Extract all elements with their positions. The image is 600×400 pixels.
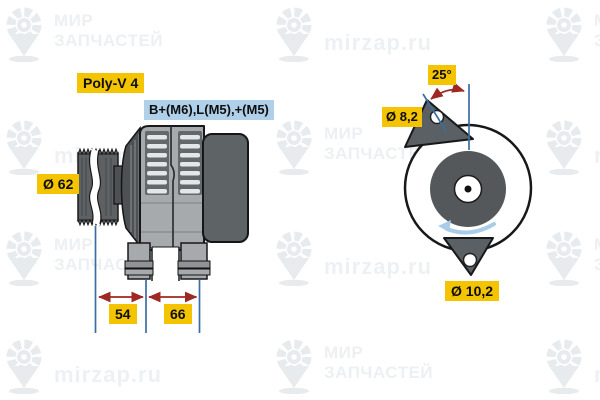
gear-pin-logo-icon	[276, 7, 312, 62]
watermark-tile: mirzap.ru	[272, 4, 432, 62]
shaft-center	[464, 185, 472, 193]
watermark-site-text: mirzap.ru	[54, 362, 163, 387]
gear-pin-logo-icon	[6, 7, 42, 62]
pulley	[77, 147, 125, 227]
gear-pin-logo-icon	[546, 339, 582, 394]
watermark-tile: mirzap.ru	[2, 336, 162, 394]
label-pulley-diameter: Ø 62	[37, 174, 80, 194]
rear-cover	[202, 133, 249, 243]
rotation-direction-arrow	[438, 220, 496, 235]
angle-arrow-25	[430, 82, 465, 100]
gear-pin-logo-icon	[6, 339, 42, 394]
gear-pin-logo-icon	[276, 339, 312, 394]
housing-bracket	[139, 125, 205, 251]
label-terminals: B+(M6),L(M5),+(M5)	[144, 100, 274, 120]
watermark-site-text: mirzap.ru	[594, 362, 600, 394]
bottom-mounting-hole	[462, 252, 478, 268]
mounting-feet	[124, 242, 211, 283]
front-bearing-cone	[120, 125, 141, 249]
alternator-side-view-drawing	[77, 125, 249, 333]
gear-pin-logo-icon	[546, 7, 582, 62]
label-hole-top-diameter: Ø 8,2	[382, 107, 422, 127]
angle-reference-lines	[422, 84, 470, 150]
housing-seam	[170, 126, 175, 250]
bottom-mounting-lug	[443, 237, 494, 276]
dimension-extension-lines	[94, 226, 201, 333]
alternator-rear-view-drawing	[403, 82, 533, 276]
gear-pin-logo-icon	[546, 120, 582, 175]
label-dimension-54: 54	[109, 304, 137, 324]
label-dimension-66: 66	[164, 304, 192, 324]
watermark-site-text: mirzap.ru	[594, 143, 600, 175]
watermark-site-text: mirzap.ru	[324, 30, 433, 55]
label-belt-type: Poly-V 4	[77, 73, 145, 93]
vent-slots	[145, 131, 202, 195]
watermark-tile: mirzap.ru	[542, 336, 600, 394]
label-mount-angle: 25°	[428, 65, 456, 85]
watermark-tile: mirzap.ru	[542, 117, 600, 175]
gear-pin-logo-icon	[546, 231, 582, 286]
label-hole-bottom-diameter: Ø 10,2	[445, 281, 500, 301]
